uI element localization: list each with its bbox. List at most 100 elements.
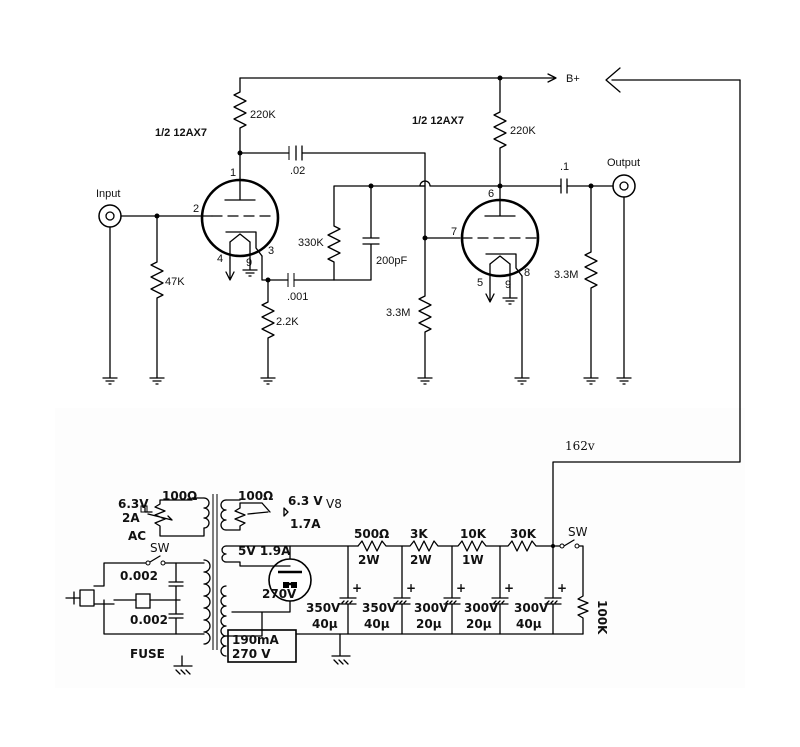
tube-2-plate bbox=[484, 199, 516, 217]
tube2-label: 1/2 12AX7 bbox=[412, 115, 464, 127]
filter-resistor-1 bbox=[357, 540, 403, 552]
filter-resistor-3 bbox=[451, 540, 501, 599]
input-jack bbox=[105, 211, 115, 221]
power-supply-circuit: 6.3V 2A 100Ω 100Ω 6.3 V V8 1.7A AC SW 0.… bbox=[65, 489, 609, 675]
cathode-resistor-label: 2.2K bbox=[276, 316, 299, 328]
heater2-tube: V8 bbox=[326, 497, 342, 511]
ac-wiring bbox=[79, 562, 205, 635]
input-label: Input bbox=[96, 188, 120, 200]
filter-cap-4-value: 20μ bbox=[466, 617, 492, 631]
feed-voltage-label: 162v bbox=[565, 439, 595, 453]
ground-symbol bbox=[514, 275, 530, 385]
feedback-resistor bbox=[327, 185, 426, 281]
plate-resistor-1 bbox=[233, 77, 247, 179]
filter-cap-1 bbox=[339, 597, 357, 635]
pin-label: 4 bbox=[217, 253, 223, 265]
cathode-cap-label: .001 bbox=[287, 291, 308, 303]
primary-coil bbox=[203, 559, 211, 645]
ground-symbol bbox=[102, 226, 118, 385]
filter-cap-2-voltage: 350V bbox=[362, 601, 397, 615]
tube-2-cathode bbox=[485, 253, 523, 277]
filter-cap-3-value: 20μ bbox=[416, 617, 442, 631]
rectifier-heater-coil bbox=[221, 545, 227, 563]
filter-cap-4 bbox=[491, 597, 509, 635]
output-resistor bbox=[583, 185, 599, 385]
filter-r3-watt: 1W bbox=[462, 553, 484, 567]
heater1-pot: 100Ω bbox=[162, 489, 197, 503]
tube-2-heater bbox=[489, 255, 511, 265]
heater-coil-2 bbox=[220, 499, 227, 531]
switch-2-contact bbox=[559, 543, 565, 549]
crossover-wire bbox=[419, 180, 501, 187]
ground-symbol bbox=[149, 377, 165, 385]
feedback-cap bbox=[333, 185, 380, 281]
tube-1-plate bbox=[224, 177, 256, 201]
switch-1 bbox=[149, 555, 161, 563]
coupling-cap-1-label: .02 bbox=[290, 165, 305, 177]
heater2-arrow bbox=[283, 507, 289, 517]
filter-cap-5-voltage: 300V bbox=[514, 601, 549, 615]
supply-feed-wire bbox=[552, 79, 741, 549]
heater-arrow-1 bbox=[225, 257, 235, 281]
cathode-cap bbox=[287, 273, 295, 287]
grid-resistor-1-label: 47K bbox=[165, 276, 185, 288]
plate-resistor-2 bbox=[493, 77, 507, 201]
filter-resistor-2 bbox=[401, 540, 453, 599]
pin-label: 2 bbox=[193, 203, 199, 215]
output-resistor-label: 3.3M bbox=[554, 269, 578, 281]
output-jack bbox=[619, 181, 629, 191]
hv-rating-box bbox=[227, 629, 297, 663]
plus-sign: + bbox=[406, 581, 416, 595]
filter-cap-4-voltage: 300V bbox=[464, 601, 499, 615]
ground-symbol bbox=[502, 263, 518, 305]
chassis-ground bbox=[173, 655, 193, 675]
pin-label: 7 bbox=[451, 226, 457, 238]
heater2-pot: 100Ω bbox=[238, 489, 273, 503]
filter-r3-value: 10K bbox=[460, 527, 487, 541]
heater2-voltage: 6.3 V bbox=[288, 494, 323, 508]
filter-cap-1-value: 40μ bbox=[312, 617, 338, 631]
grid-resistor-2-label: 3.3M bbox=[386, 307, 410, 319]
scan-area bbox=[55, 408, 745, 688]
pin-label: 9 bbox=[505, 279, 511, 291]
plate-resistor-1-label: 220K bbox=[250, 109, 276, 121]
output-label: Output bbox=[607, 157, 640, 169]
fuse-label: FUSE bbox=[130, 647, 165, 661]
filter-cap-3-voltage: 300V bbox=[414, 601, 449, 615]
filter-r1-watt: 2W bbox=[358, 553, 380, 567]
filter-cap-2 bbox=[393, 597, 411, 635]
heater-arrow-2 bbox=[485, 263, 495, 303]
ac-label: AC bbox=[128, 529, 146, 543]
filter-r1-value: 500Ω bbox=[354, 527, 389, 541]
sw2-label: SW bbox=[568, 525, 588, 539]
feedback-resistor-label: 330K bbox=[298, 237, 324, 249]
filter-r2-watt: 2W bbox=[410, 553, 432, 567]
filter-r4-value: 30K bbox=[510, 527, 537, 541]
cap2-label: 0.002 bbox=[130, 613, 168, 627]
input-jack bbox=[98, 204, 122, 228]
filter-cap-5-value: 40μ bbox=[516, 617, 542, 631]
pin-label: 8 bbox=[524, 267, 530, 279]
tube-1-cathode bbox=[225, 231, 263, 259]
rect-winding-label: 5V 1.9A bbox=[238, 544, 291, 558]
transformer-core bbox=[212, 494, 218, 650]
tube-1-heater bbox=[229, 233, 251, 243]
cathode-wire bbox=[261, 255, 289, 281]
filter-cap-3 bbox=[443, 597, 461, 635]
bplus-arrow bbox=[547, 73, 557, 83]
filter-r2-value: 3K bbox=[410, 527, 428, 541]
grid-resistor-1 bbox=[150, 215, 164, 379]
ground-symbol bbox=[616, 196, 632, 385]
supply-feed-arrow bbox=[605, 67, 621, 93]
pin-label: 1 bbox=[230, 167, 236, 179]
plus-sign: + bbox=[352, 581, 362, 595]
switch-2 bbox=[563, 539, 575, 547]
filter-caps-ac bbox=[113, 562, 184, 635]
plus-sign: + bbox=[504, 581, 514, 595]
plus-sign: + bbox=[456, 581, 466, 595]
output-jack bbox=[612, 174, 636, 198]
feedback-cap-label: 200pF bbox=[376, 255, 407, 267]
ground-symbol bbox=[242, 257, 258, 277]
filter-cap-5 bbox=[544, 597, 562, 635]
filter-cap-1-voltage: 350V bbox=[306, 601, 341, 615]
